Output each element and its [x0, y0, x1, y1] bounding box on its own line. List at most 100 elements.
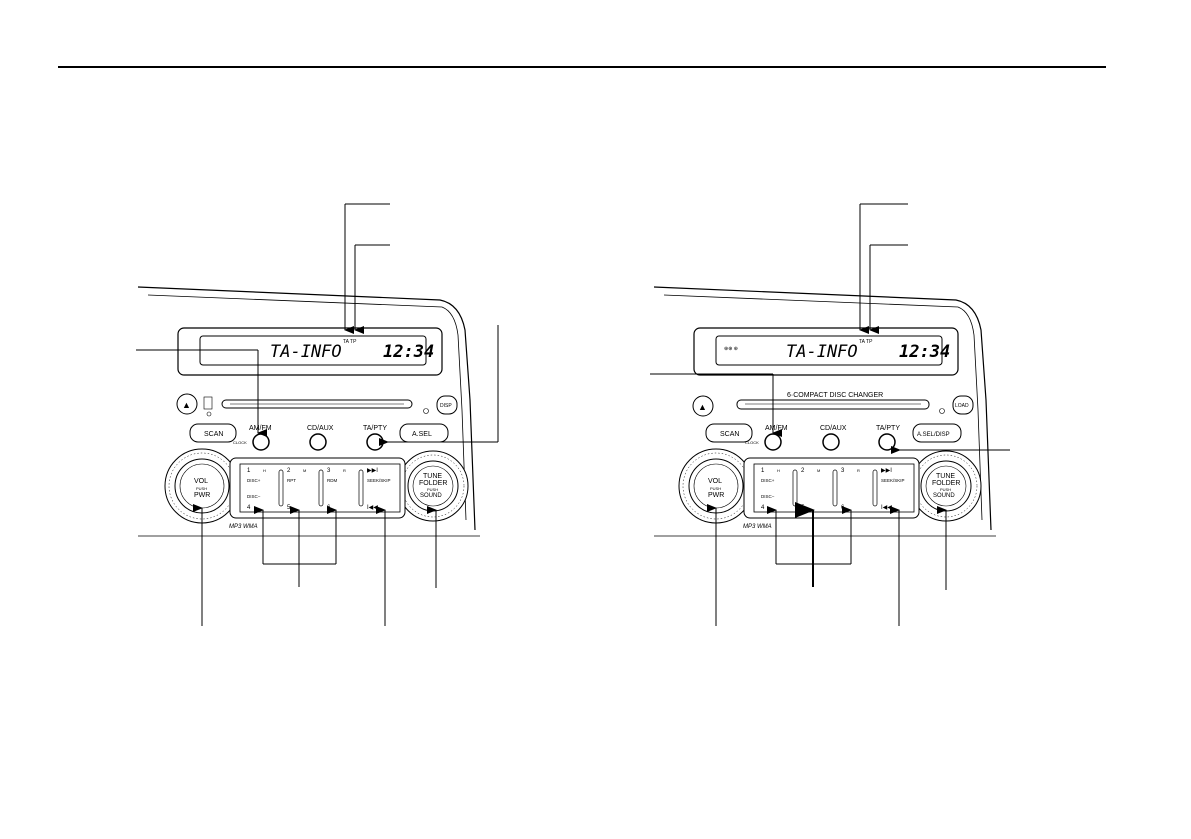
svg-text:VOL: VOL — [194, 478, 208, 485]
cd-aux-label: CD/AUX — [307, 425, 334, 432]
svg-text:PUSH: PUSH — [427, 487, 438, 492]
svg-text:SCAN: SCAN — [204, 431, 223, 438]
preset-panel — [229, 457, 406, 519]
lcd-screen — [715, 335, 943, 366]
preset-number: 5 — [287, 505, 291, 511]
cd-aux-label: CD/AUX — [820, 425, 847, 432]
svg-text:PWR: PWR — [708, 492, 724, 499]
disc-slot[interactable] — [736, 399, 930, 410]
svg-text:PUSH: PUSH — [940, 487, 951, 492]
audio-unit-right: ⊕⊕ ⊕ TA-INFO 12:34 TA TP ▲ 6·COMPACT DIS… — [650, 203, 1010, 626]
am-fm-label: AM/FM — [765, 425, 788, 432]
preset-number: 2 — [801, 468, 805, 474]
svg-text:TUNE: TUNE — [423, 473, 442, 480]
clock-label: CLOCK — [745, 440, 759, 445]
preset-divider — [872, 469, 878, 507]
format-logos: MP3 WMA — [229, 524, 258, 530]
cd-aux-button[interactable] — [822, 433, 840, 451]
preset-number: 3 — [841, 468, 845, 474]
scan-button[interactable] — [189, 423, 237, 443]
scan-button[interactable] — [705, 423, 753, 443]
preset-sub-label: H — [777, 468, 780, 473]
preset-function-label: DISC+ — [247, 478, 261, 483]
faceplate-outline — [653, 286, 992, 531]
disp-button[interactable] — [436, 395, 458, 415]
eject-icon: ▲ — [698, 402, 707, 412]
a-sel-disp-button[interactable] — [912, 423, 962, 443]
tune-knob[interactable]: TUNE FOLDER PUSH SOUND — [397, 450, 469, 522]
preset-number: 4 — [247, 505, 251, 511]
preset-number: I◀◀ — [367, 505, 378, 511]
svg-text:PUSH: PUSH — [710, 486, 721, 491]
vol-knob[interactable]: VOL PUSH PWR — [164, 448, 240, 524]
preset-sub-label: M — [817, 468, 820, 473]
preset-number: 4 — [761, 505, 765, 511]
svg-text:FOLDER: FOLDER — [932, 480, 960, 487]
svg-text:A.SEL/DISP: A.SEL/DISP — [917, 432, 950, 438]
svg-text:VOL: VOL — [708, 478, 722, 485]
faceplate-outline — [137, 286, 476, 531]
preset-function-label: DISC+ — [761, 478, 775, 483]
preset-sub-label: H — [263, 468, 266, 473]
preset-function-label: SEEK/SKIP — [881, 478, 905, 483]
preset-function-label: RDM — [327, 478, 337, 483]
preset-function-label: DISC− — [761, 494, 775, 499]
preset-function-label: RPT — [287, 478, 296, 483]
preset-function-label: DISC− — [247, 494, 261, 499]
am-fm-button[interactable] — [764, 433, 782, 451]
svg-text:PUSH: PUSH — [196, 486, 207, 491]
preset-function-label: SEEK/SKIP — [367, 478, 391, 483]
svg-text:PWR: PWR — [194, 492, 210, 499]
lcd-clock: 12:34 — [383, 342, 434, 362]
preset-sub-label: R — [343, 468, 346, 473]
ta-pty-button[interactable] — [878, 433, 896, 451]
ta-pty-label: TA/PTY — [876, 425, 900, 432]
clock-label: CLOCK — [233, 440, 247, 445]
svg-text:TUNE: TUNE — [936, 473, 955, 480]
svg-text:FOLDER: FOLDER — [419, 480, 447, 487]
format-logos: MP3 WMA — [743, 524, 772, 530]
ta-tp-indicator: TA TP — [343, 339, 357, 345]
preset-number: I◀◀ — [881, 505, 892, 511]
preset-sub-label: R — [857, 468, 860, 473]
preset-button-4[interactable]: ▶▶I SEEK/SKIP I◀◀ — [367, 468, 391, 511]
preset-panel — [743, 457, 920, 519]
cd-aux-button[interactable] — [309, 433, 327, 451]
am-fm-button[interactable] — [252, 433, 270, 451]
svg-text:A.SEL: A.SEL — [412, 431, 432, 438]
svg-text:LOAD: LOAD — [955, 403, 969, 409]
disc-indicators: ⊕⊕ ⊕ — [724, 346, 738, 352]
tune-knob[interactable]: TUNE FOLDER PUSH SOUND — [910, 450, 982, 522]
preset-divider — [358, 469, 364, 507]
eject-icon: ▲ — [182, 400, 191, 410]
load-button[interactable] — [952, 395, 974, 415]
preset-number: 1 — [761, 468, 765, 474]
changer-label: 6·COMPACT DISC CHANGER — [787, 392, 883, 399]
svg-text:SOUND: SOUND — [933, 493, 955, 499]
lcd-text: TA-INFO — [270, 342, 342, 362]
lcd-text: TA-INFO — [786, 342, 858, 362]
ta-pty-button[interactable] — [366, 433, 384, 451]
eject-button[interactable] — [176, 393, 198, 415]
disc-logo-icon — [203, 396, 213, 410]
svg-text:SCAN: SCAN — [720, 431, 739, 438]
preset-number: 1 — [247, 468, 251, 474]
lcd-clock: 12:34 — [899, 342, 950, 362]
preset-number: ▶▶I — [367, 468, 378, 474]
preset-number: 3 — [327, 468, 331, 474]
preset-divider — [832, 469, 838, 507]
eject-button[interactable] — [692, 395, 714, 417]
preset-divider — [278, 469, 284, 507]
am-fm-label: AM/FM — [249, 425, 272, 432]
svg-text:DISP: DISP — [440, 403, 452, 409]
ta-pty-label: TA/PTY — [363, 425, 387, 432]
ta-tp-indicator: TA TP — [859, 339, 873, 345]
preset-divider — [792, 469, 798, 507]
